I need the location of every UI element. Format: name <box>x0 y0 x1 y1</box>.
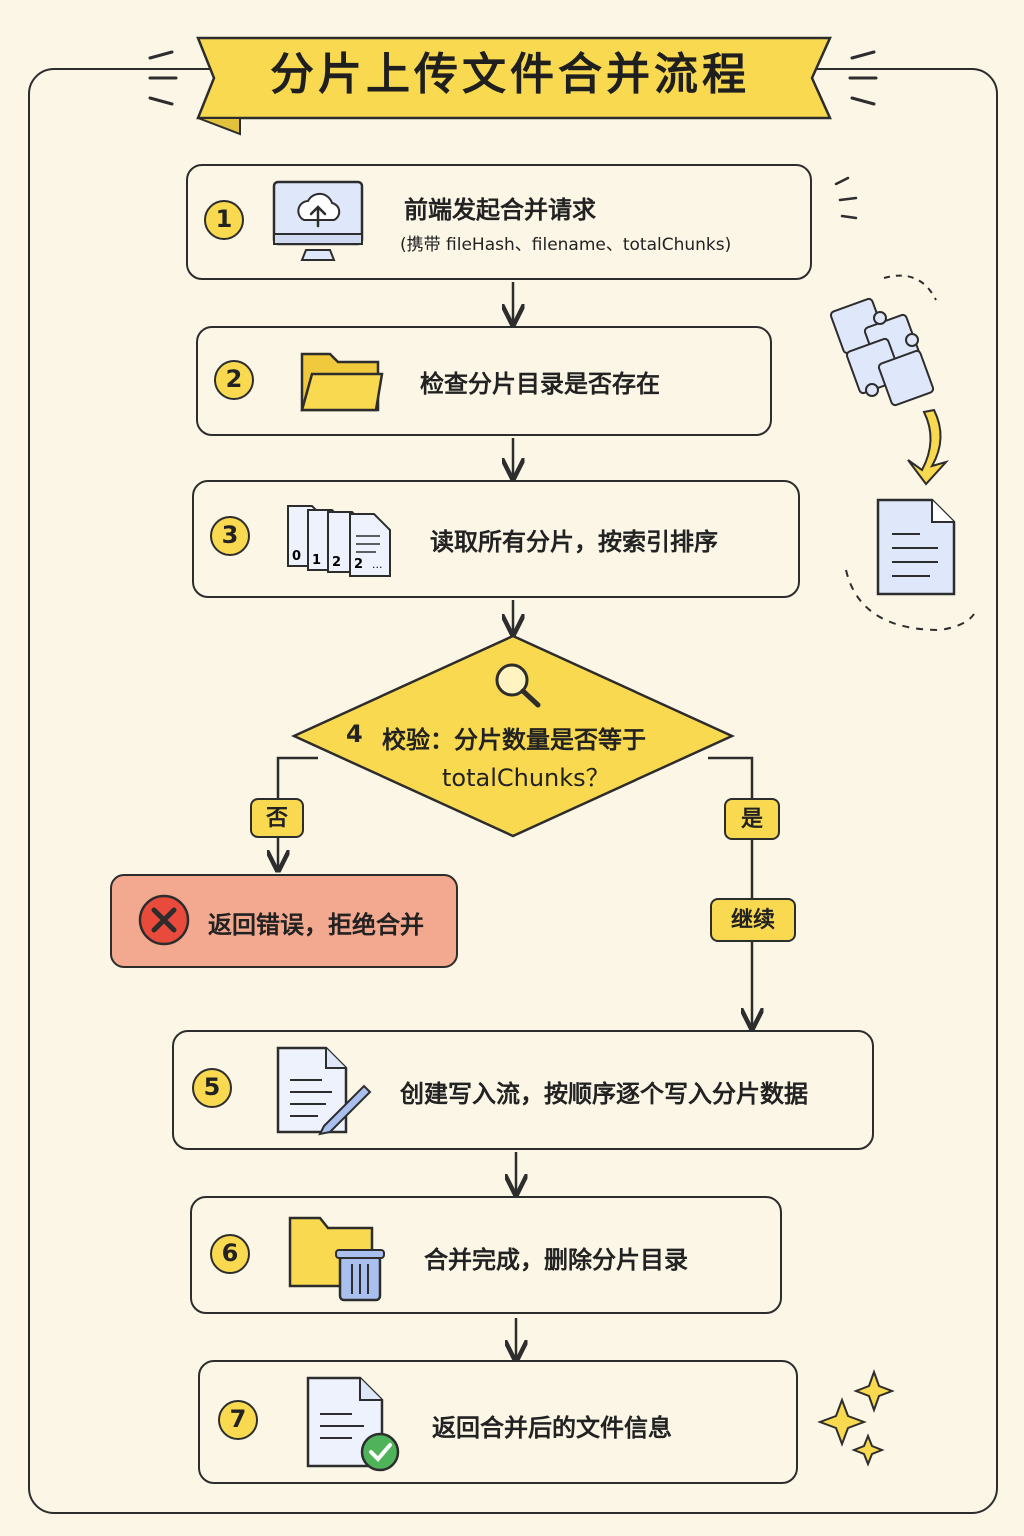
error-x-icon <box>138 894 190 946</box>
chunk-label-0: 0 <box>292 549 301 564</box>
step-7-box <box>198 1360 798 1484</box>
chunk-label-2b: 2 <box>354 557 363 572</box>
document-check-icon <box>306 1376 400 1472</box>
step-1-sublabel: (携带 fileHash、filename、totalChunks) <box>400 235 732 255</box>
chunk-label-more: ... <box>372 558 383 571</box>
cloud-upload-monitor-icon <box>272 180 364 261</box>
step-1-label: 前端发起合并请求 <box>404 196 596 224</box>
continue-tag: 继续 <box>710 898 796 942</box>
magnifier-icon <box>495 663 541 708</box>
step-5-number: 5 <box>192 1068 232 1108</box>
branch-yes-tag: 是 <box>724 798 780 840</box>
page-title: 分片上传文件合并流程 <box>270 49 750 100</box>
folder-icon <box>300 352 384 412</box>
chunk-files-icon: 0 1 2 2 ... <box>287 505 391 577</box>
document-pen-icon <box>276 1046 372 1136</box>
step-4-label: 校验：分片数量是否等于 <box>382 726 646 754</box>
step-3-number: 3 <box>210 516 250 556</box>
title-banner <box>148 36 878 136</box>
branch-no-tag: 否 <box>250 798 304 838</box>
step-6-number: 6 <box>210 1234 250 1274</box>
step-7-number: 7 <box>218 1400 258 1440</box>
error-label: 返回错误，拒绝合并 <box>208 911 424 939</box>
step-7-label: 返回合并后的文件信息 <box>432 1414 672 1442</box>
step-2-box <box>196 326 772 436</box>
chunk-label-2a: 2 <box>332 555 341 570</box>
chunk-label-1: 1 <box>312 553 321 568</box>
step-1-number: 1 <box>204 200 244 240</box>
step-6-label: 合并完成，删除分片目录 <box>424 1246 688 1274</box>
step-4-label-line2: totalChunks？ <box>442 764 610 792</box>
step-4-number: 4 <box>346 720 363 748</box>
step-6-box <box>190 1196 782 1314</box>
step-3-label: 读取所有分片，按索引排序 <box>430 528 718 556</box>
folder-trash-icon <box>288 1216 385 1302</box>
step-2-label: 检查分片目录是否存在 <box>420 370 660 398</box>
step-2-number: 2 <box>214 360 254 400</box>
step-5-label: 创建写入流，按顺序逐个写入分片数据 <box>400 1080 808 1108</box>
